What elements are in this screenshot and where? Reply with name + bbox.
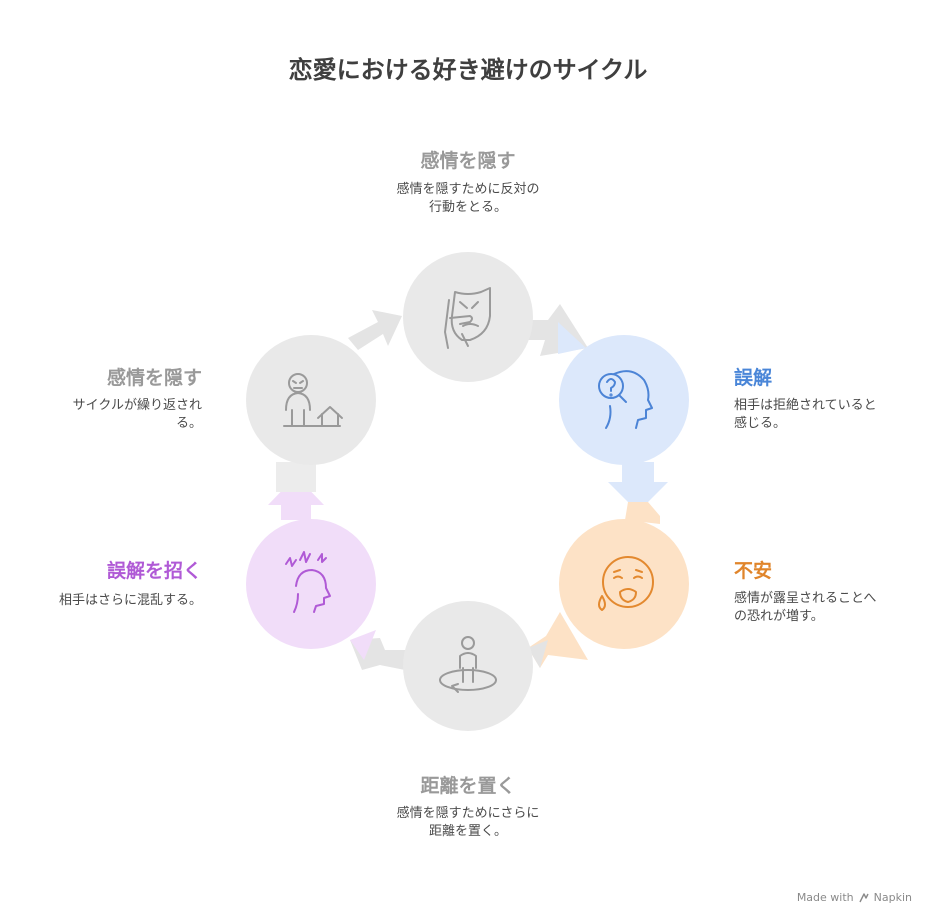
stressed-head-icon [285, 551, 331, 613]
napkin-credit[interactable]: Made with Napkin [797, 891, 912, 904]
step-desc-conceal-top: 感情を隠すために反対の 行動をとる。 [348, 181, 588, 217]
desc-line: の恐れが増す。 [734, 609, 824, 624]
step-desc-distance: 感情を隠すためにさらに 距離を置く。 [348, 805, 588, 841]
arrow-1-to-2 [525, 304, 588, 356]
node-cause-misunderstanding[interactable] [246, 519, 376, 649]
step-label-cause-misunderstanding: 誤解を招く [106, 560, 202, 582]
napkin-logo-icon [859, 892, 869, 902]
step-desc-anxiety: 感情が露呈されることへ の恐れが増す。 [734, 590, 924, 626]
anxious-face-icon [598, 556, 654, 611]
arrow-5-to-6 [268, 462, 324, 520]
step-label-misunderstanding: 誤解 [734, 367, 773, 389]
step-desc-cause-misunderstanding: 相手はさらに混乱する。 [10, 592, 202, 610]
node-conceal-top[interactable] [403, 252, 533, 382]
arrow-2-to-3 [608, 462, 668, 524]
node-misunderstanding[interactable] [559, 335, 689, 465]
desc-line: 感情が露呈されることへ [734, 591, 877, 606]
desc-line: 行動をとる。 [428, 200, 507, 215]
desc-line: 感情を隠すためにさらに [396, 806, 540, 821]
desc-line: る。 [175, 416, 202, 431]
step-label-conceal-top: 感情を隠す [420, 150, 516, 172]
desc-line: 距離を置く。 [428, 824, 507, 839]
desc-line: サイクルが繰り返され [72, 398, 202, 413]
node-anxiety[interactable] [559, 519, 689, 649]
napkin-brand-text: Napkin [873, 891, 912, 904]
arrow-4-to-5 [350, 630, 405, 670]
mask-icon [444, 287, 491, 349]
node-distance[interactable] [403, 601, 533, 731]
diagram-title: 恋愛における好き避けのサイクル [288, 56, 648, 84]
confused-head-icon [598, 370, 653, 429]
node-conceal-repeat[interactable] [246, 335, 376, 465]
person-circle-icon [439, 636, 497, 693]
arrows [268, 304, 668, 670]
desc-line: 感情を隠すために反対の [396, 182, 540, 197]
desc-line: 相手はさらに混乱する。 [58, 593, 202, 608]
desc-line: 相手は拒絶されていると [734, 398, 877, 413]
step-label-conceal-repeat: 感情を隠す [106, 367, 202, 389]
made-with-text: Made with [796, 891, 854, 904]
step-desc-conceal-repeat: サイクルが繰り返され る。 [10, 397, 202, 433]
arrow-3-to-4 [528, 612, 588, 668]
desc-line: 感じる。 [734, 416, 787, 431]
step-label-distance: 距離を置く [420, 775, 516, 797]
person-house-icon [283, 373, 343, 427]
step-label-anxiety: 不安 [734, 560, 773, 582]
step-desc-misunderstanding: 相手は拒絶されていると 感じる。 [734, 397, 924, 433]
arrow-6-to-1 [348, 310, 402, 350]
